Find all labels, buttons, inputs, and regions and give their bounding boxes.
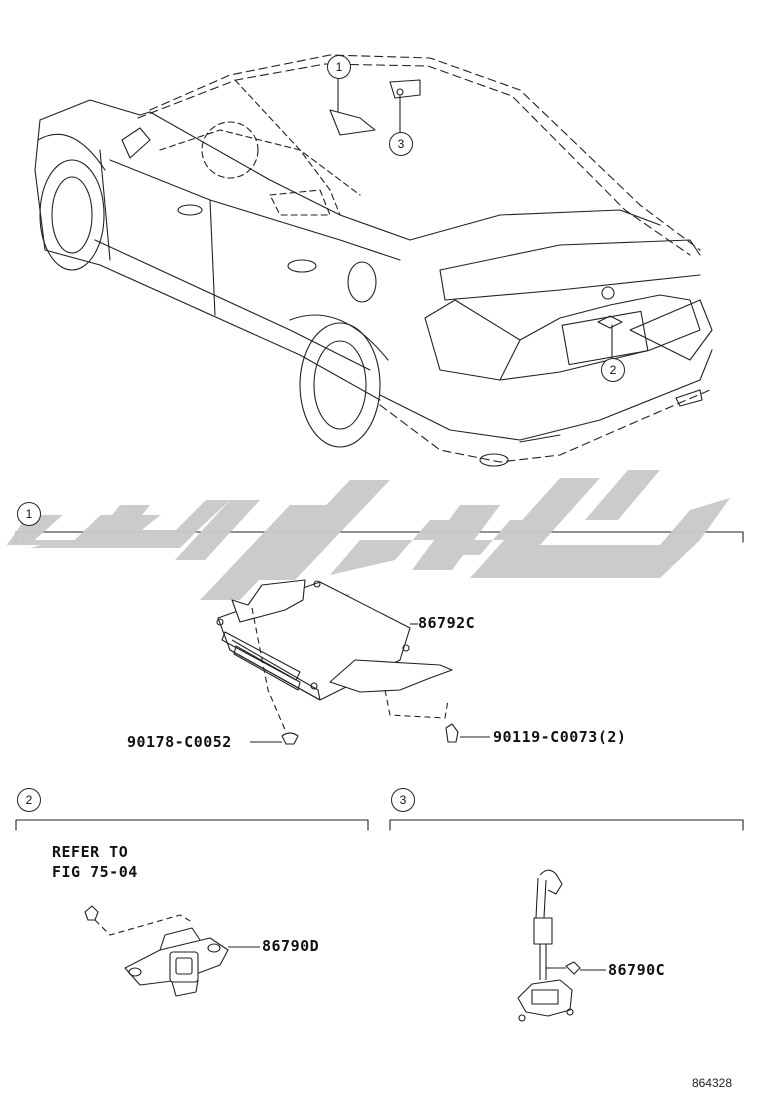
callout-2[interactable]: 2 xyxy=(601,358,625,382)
camera-connector xyxy=(539,869,563,895)
part-number-90119-c0073[interactable]: 90119-C0073(2) xyxy=(493,728,627,746)
refer-note-line-1: REFER TO xyxy=(52,843,129,861)
section-3-parts xyxy=(517,869,606,1022)
section-1-number: 1 xyxy=(17,502,41,526)
bolt-part xyxy=(445,723,459,743)
section-2-frame xyxy=(15,819,369,831)
section-2-parts xyxy=(84,905,260,997)
callout-3[interactable]: 3 xyxy=(389,132,413,156)
section-1-parts xyxy=(216,579,490,745)
section-2-number: 2 xyxy=(17,788,41,812)
part-number-86790d[interactable]: 86790D xyxy=(262,937,320,955)
section-3-number: 3 xyxy=(391,788,415,812)
camera-unit xyxy=(517,979,573,1017)
refer-note-line-2[interactable]: FIG 75-04 xyxy=(52,863,138,881)
illustration-reference-id: 864328 xyxy=(691,1076,732,1090)
mounting-bracket xyxy=(329,659,453,693)
callout-1[interactable]: 1 xyxy=(327,55,351,79)
part-number-86792c[interactable]: 86792C xyxy=(418,614,476,632)
part-number-90178-c0052[interactable]: 90178-C0052 xyxy=(127,733,232,751)
section-3-frame xyxy=(389,819,744,831)
clip-part xyxy=(281,732,299,745)
car-illustration xyxy=(34,54,713,467)
car-callout-leaders xyxy=(337,77,623,359)
watermark-logo xyxy=(6,470,730,622)
part-number-86790c[interactable]: 86790C xyxy=(608,961,666,979)
clip-part-2 xyxy=(84,905,99,921)
